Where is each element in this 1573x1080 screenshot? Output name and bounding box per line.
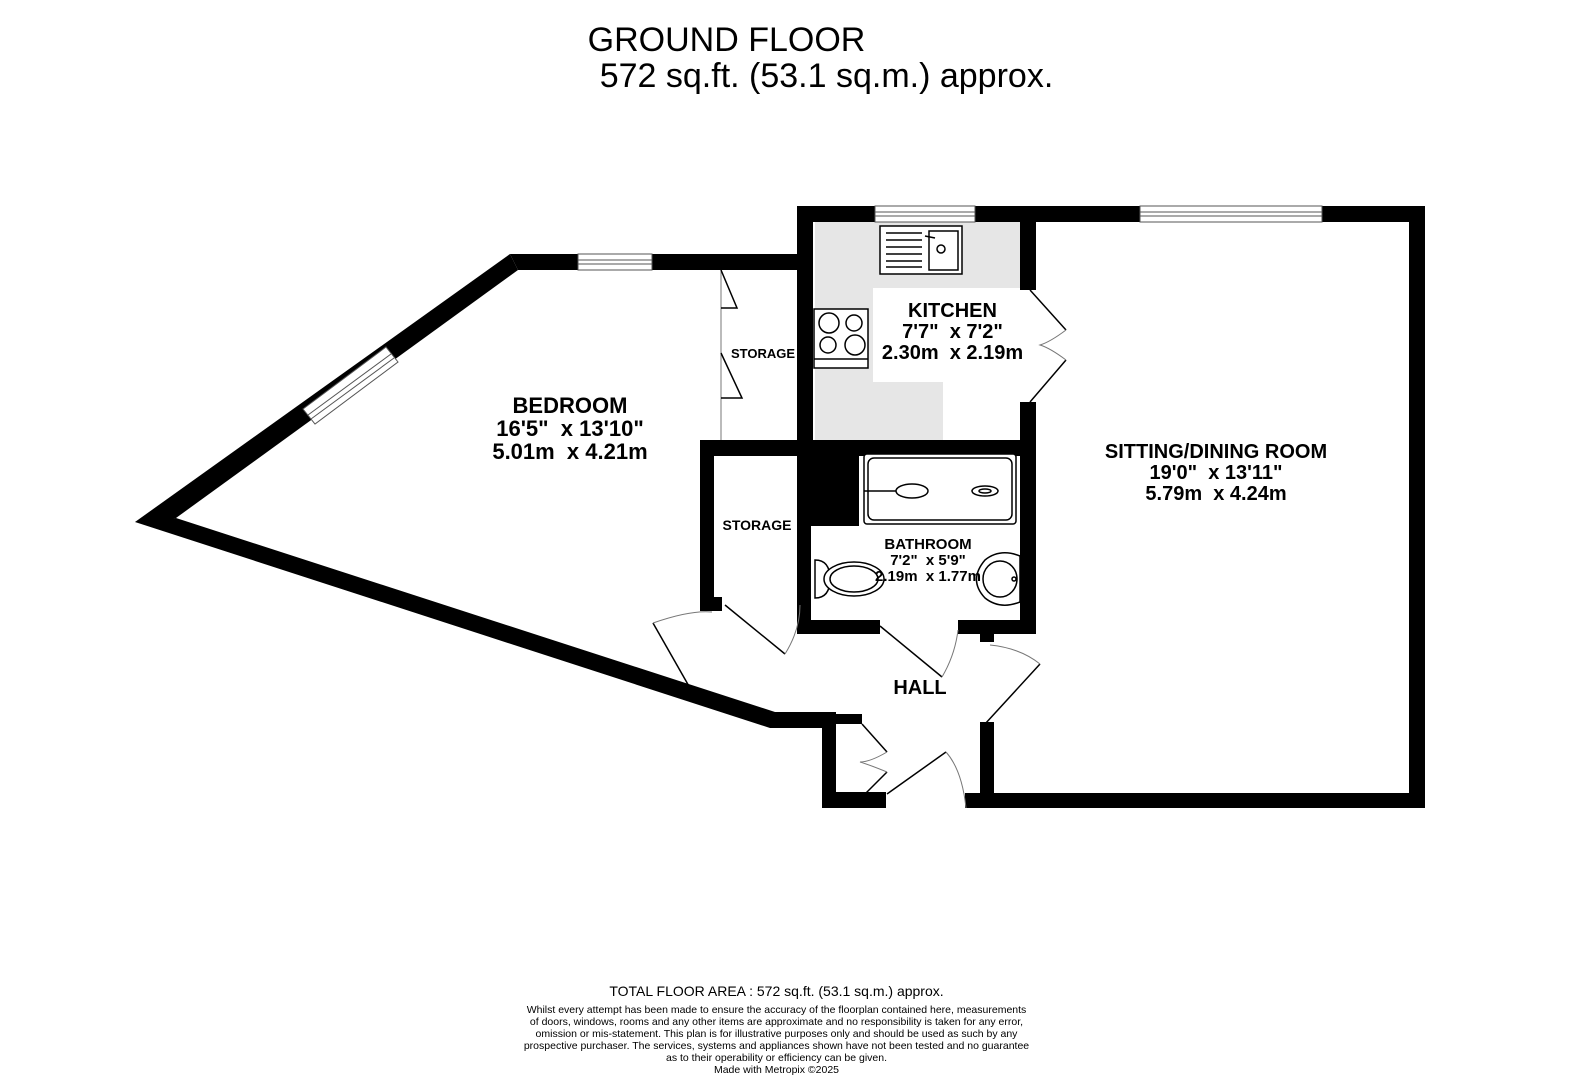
room-imperial: 19'0" x 13'11" [1149,462,1283,484]
hob-icon [813,308,869,369]
room-storage-upper: STORAGE [728,347,798,361]
room-name: BATHROOM [884,536,972,553]
floor-title: GROUND FLOOR [587,21,866,59]
room-name: STORAGE [722,517,792,533]
made-with-credit: Made with Metropix ©2025 [713,1064,840,1076]
windows [302,205,1323,425]
room-name: BEDROOM [512,393,628,418]
room-bedroom: BEDROOM 16'5" x 13'10" 5.01m x 4.21m [455,394,685,463]
doors [652,269,1067,809]
room-sitting-dining: SITTING/DINING ROOM 19'0" x 13'11" 5.79m… [1076,442,1356,505]
room-imperial: 7'7" x 7'2" [902,321,1003,343]
room-imperial: 7'2" x 5'9" [890,551,966,569]
room-kitchen: KITCHEN 7'7" x 7'2" 2.30m x 2.19m [865,301,1040,364]
room-storage-lower: STORAGE [716,518,798,533]
disclaimer-line: Whilst every attempt has been made to en… [526,1004,1027,1016]
room-hall: HALL [880,678,960,699]
disclaimer-line: of doors, windows, rooms and any other i… [529,1016,1024,1028]
room-metric: 2.19m x 1.77m [875,567,981,585]
room-imperial: 16'5" x 13'10" [496,416,644,442]
disclaimer: Whilst every attempt has been made to en… [0,1004,1563,1076]
total-floor-area: TOTAL FLOOR AREA : 572 sq.ft. (53.1 sq.m… [609,983,944,999]
basin-icon [975,552,1021,606]
floor-area: 572 sq.ft. (53.1 sq.m.) approx. [599,57,1054,95]
room-metric: 5.79m x 4.24m [1145,483,1287,505]
sink-icon [879,225,963,275]
room-name: STORAGE [730,346,796,361]
room-name: KITCHEN [908,300,997,322]
disclaimer-line: prospective purchaser. The services, sys… [523,1040,1030,1052]
toilet-icon [814,559,885,599]
bath-icon [863,453,1017,525]
room-name: HALL [893,677,947,699]
disclaimer-line: as to their operability or efficiency ca… [665,1052,887,1064]
kitchen-worktop [815,222,1020,440]
room-metric: 2.30m x 2.19m [881,342,1024,364]
disclaimer-line: omission or mis-statement. This plan is … [535,1028,1018,1040]
walls [135,206,1425,808]
room-name: SITTING/DINING ROOM [1104,441,1328,463]
room-metric: 5.01m x 4.21m [492,439,648,465]
room-bathroom: BATHROOM 7'2" x 5'9" 2.19m x 1.77m [858,537,998,584]
